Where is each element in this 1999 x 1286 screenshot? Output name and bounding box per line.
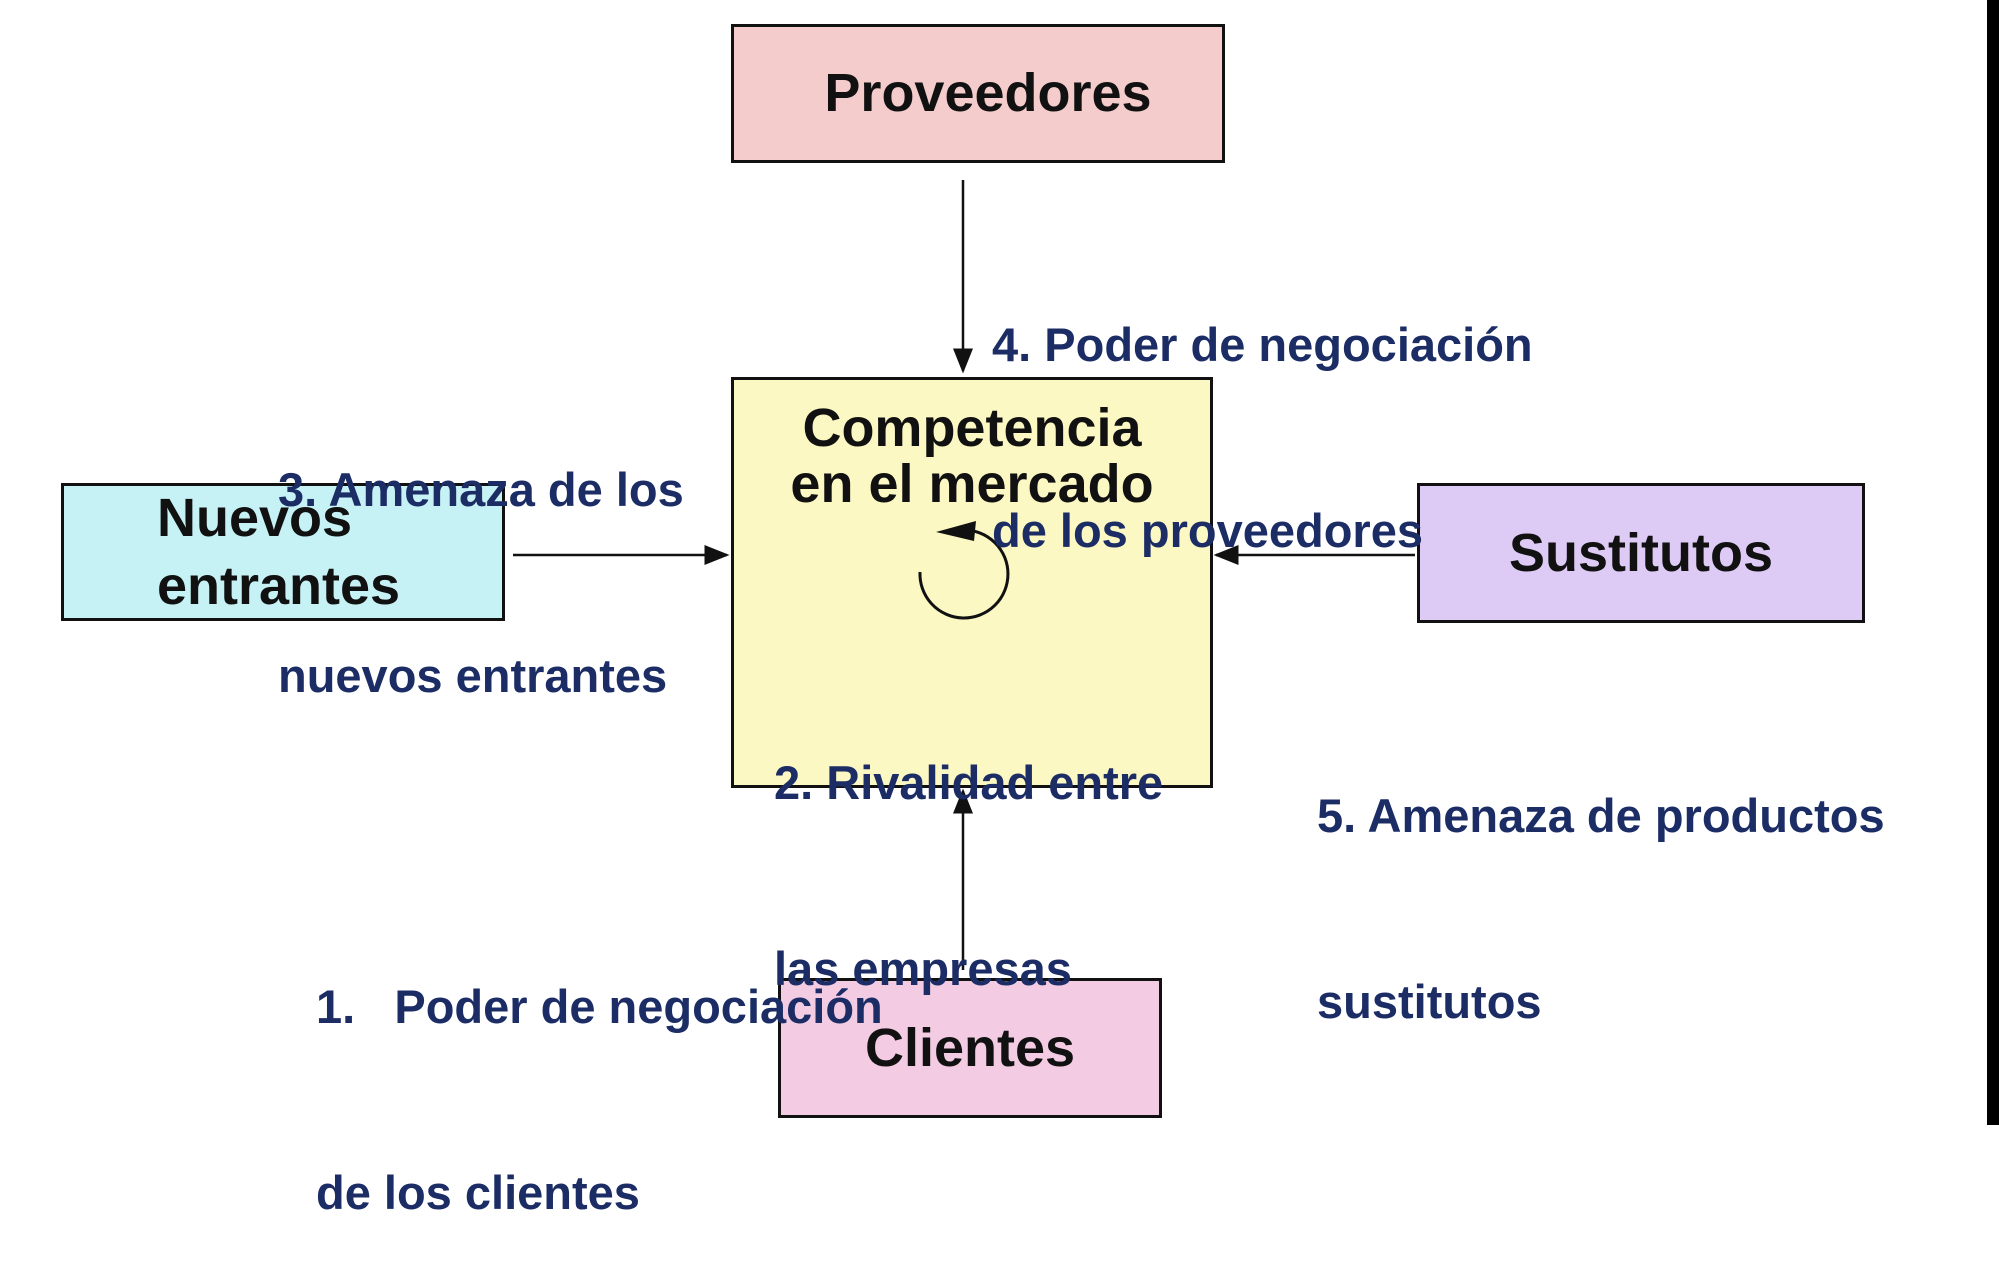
new-entrants-line2: entrantes [157, 556, 401, 616]
suppliers-label: Proveedores [824, 63, 1152, 124]
arrows-layer [513, 180, 1415, 970]
force-1-label: 1. Poder de negociación de los clientes [316, 852, 883, 1286]
force-1-line2: de los clientes [316, 1166, 640, 1219]
force-3-line2: nuevos entrantes [278, 649, 668, 702]
force-2-label: 2. Rivalidad entre las empresas [774, 628, 1163, 1062]
right-edge-bar [1987, 0, 1999, 1125]
force-2-line2: las empresas [774, 942, 1072, 995]
customers-box: Clientes [778, 978, 1162, 1118]
force-3-label: 3. Amenaza de los nuevos entrantes [278, 335, 684, 769]
force-5-line2: sustitutos [1317, 975, 1542, 1028]
substitutes-box: Sustitutos [1417, 483, 1865, 623]
new-entrants-box: Nuevos entrantes [61, 483, 505, 621]
substitutes-label: Sustitutos [1509, 522, 1773, 583]
force-2-line1: 2. Rivalidad entre [774, 756, 1164, 809]
force-1-line1: 1. Poder de negociación [316, 980, 883, 1033]
center-title-line1: Competencia [802, 398, 1142, 458]
center-title-line2: en el mercado [790, 454, 1154, 514]
customers-label: Clientes [864, 1017, 1076, 1078]
suppliers-box: Proveedores [731, 24, 1225, 163]
force-4-line2: de los proveedores [992, 504, 1423, 557]
new-entrants-line1: Nuevos [157, 488, 353, 548]
force-4-label: 4. Poder de negociación de los proveedor… [992, 190, 1533, 624]
force-5-label: 5. Amenaza de productos sustitutos [1317, 661, 1885, 1095]
force-3-line1: 3. Amenaza de los [278, 463, 684, 516]
force-4-line1: 4. Poder de negociación [992, 318, 1533, 371]
force-5-line1: 5. Amenaza de productos [1317, 789, 1885, 842]
